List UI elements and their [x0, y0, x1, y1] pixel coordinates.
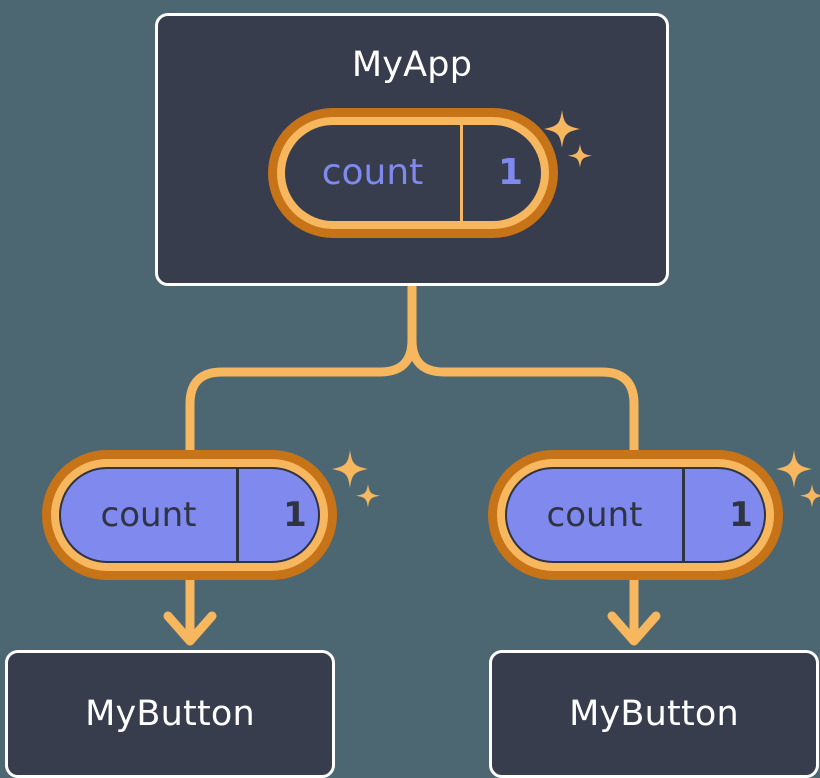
state-pill-body: count 1: [285, 125, 541, 221]
state-pill-inner-ring: count 1: [277, 117, 549, 229]
button-component-card-right[interactable]: MyButton: [489, 650, 819, 778]
state-value-label: 1: [682, 469, 764, 561]
state-key-label: count: [546, 495, 643, 535]
state-pill-myapp[interactable]: count 1: [268, 108, 558, 238]
button-component-title: MyButton: [85, 693, 255, 734]
state-pill-body: count 1: [505, 467, 766, 563]
state-pill-body: count 1: [59, 467, 320, 563]
myapp-component-title: MyApp: [351, 45, 473, 85]
button-component-card-left[interactable]: MyButton: [5, 650, 335, 778]
branch-connector: [185, 281, 639, 475]
state-key-label: count: [100, 495, 197, 535]
button-component-title: MyButton: [569, 693, 739, 734]
state-pill-inner-ring: count 1: [497, 459, 774, 571]
state-pill-inner-ring: count 1: [51, 459, 328, 571]
state-pill-button-left[interactable]: count 1: [42, 450, 337, 580]
state-value-label: 1: [236, 469, 318, 561]
state-pill-button-right[interactable]: count 1: [488, 450, 783, 580]
state-value-label: 1: [460, 125, 541, 221]
state-key-label: count: [321, 152, 424, 193]
